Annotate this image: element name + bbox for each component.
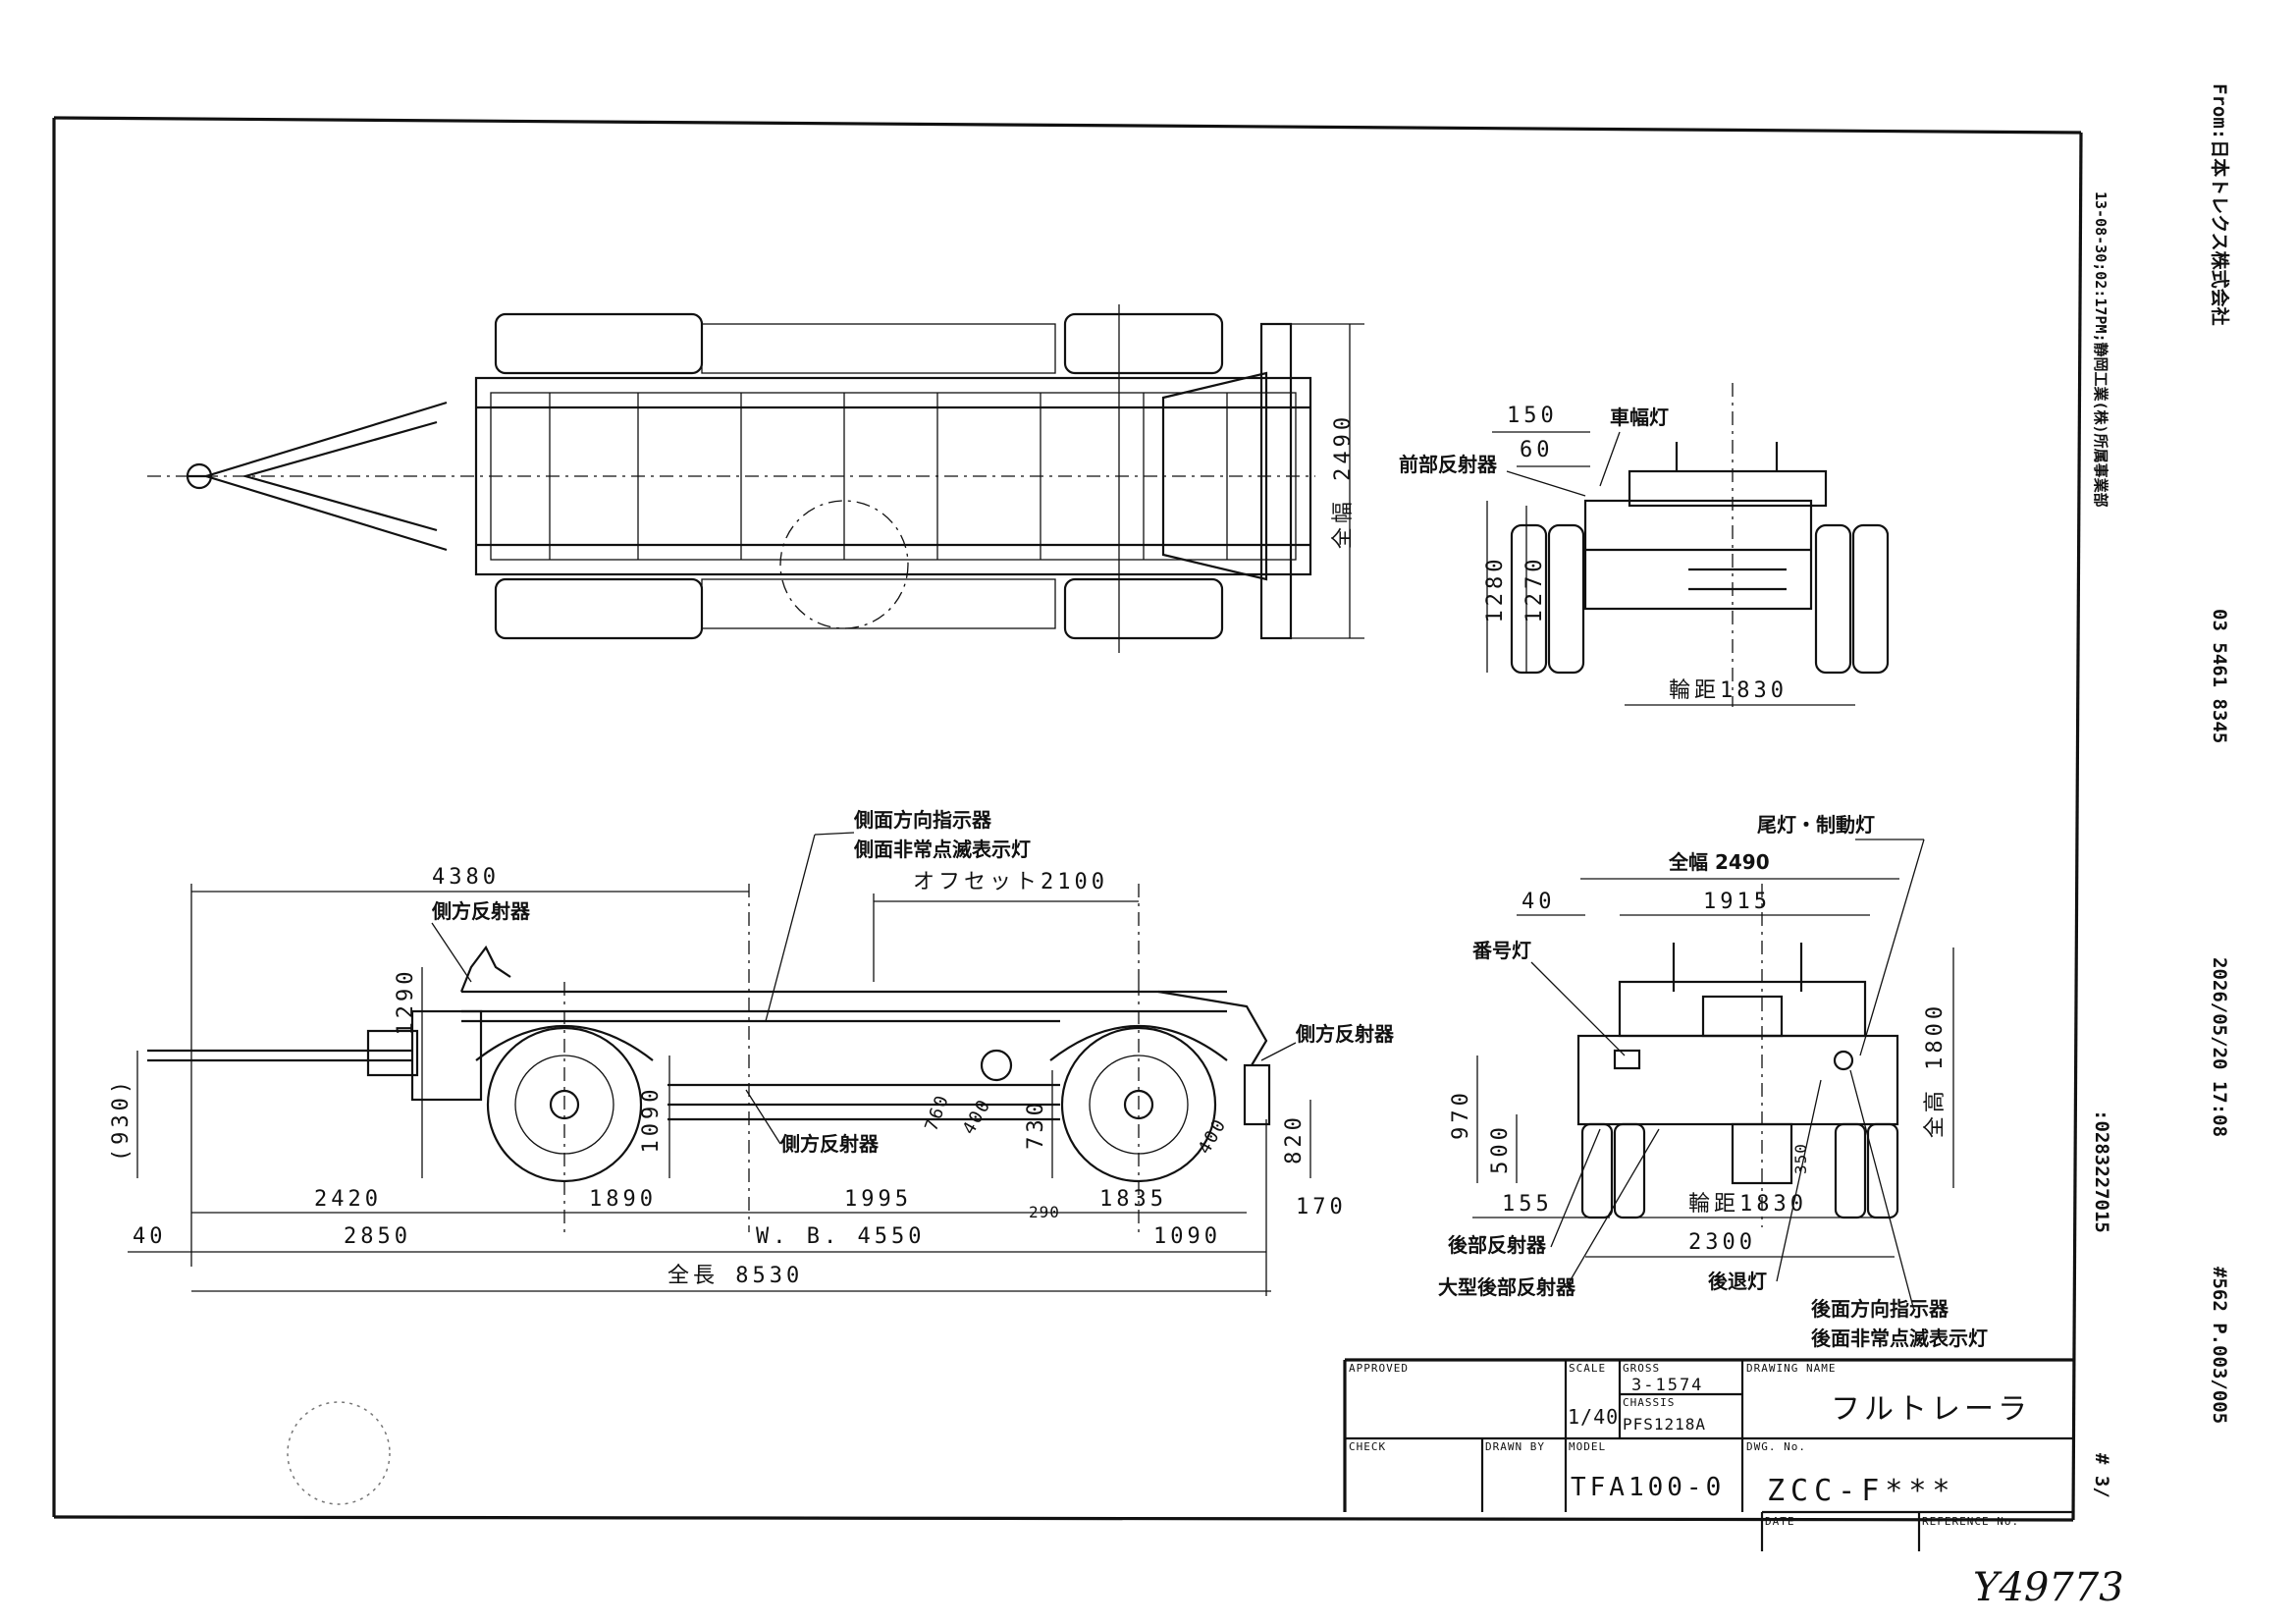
side-dim-1090v: 1090 [639,1086,664,1154]
side-dim-1290: 1290 [394,968,418,1036]
label-rear-turn: 後面方向指示器 [1811,1297,1949,1321]
side-dim-4380: 4380 [432,865,500,890]
tb-gross-label: GROSS [1623,1362,1660,1375]
front-track: 輪距1830 [1669,678,1788,703]
label-large-rear-reflector: 大型後部反射器 [1438,1275,1576,1299]
front-view: 150 60 車幅灯 前部反射器 1280 1270 輪距1830 [1399,383,1890,707]
tb-drawing-name-label: DRAWING NAME [1746,1362,1836,1375]
side-dim-170: 170 [1296,1195,1347,1219]
side-dim-2850: 2850 [344,1224,411,1249]
label-front-reflector: 前部反射器 [1399,453,1498,476]
side-dim-820: 820 [1282,1113,1307,1164]
handwritten-number: Y49773 [1973,1565,2124,1610]
label-width-lamp: 車幅灯 [1610,406,1669,429]
fax-datetime: 2026/05/20 17:08 [2209,957,2230,1137]
front-dim-1280: 1280 [1483,556,1508,623]
drawing-border [52,116,2083,1522]
tb-model-label: MODEL [1569,1440,1606,1453]
front-dim-60: 60 [1520,438,1554,462]
tb-reference-label: REFERENCE No. [1922,1515,2019,1528]
fax-header: From:日本トレクス株式会社 03 5461 8345 2026/05/20 … [2091,83,2231,1498]
label-side-marker: 側面非常点滅表示灯 [853,838,1031,861]
side-dim-1090h: 1090 [1153,1224,1221,1249]
tb-dwg-no: ZCC-F*** [1767,1474,1956,1508]
tb-date-label: DATE [1765,1515,1795,1528]
label-reverse-lamp: 後退灯 [1708,1270,1767,1293]
side-overall-length: 全長 8530 [667,1264,803,1288]
tb-drawn-by-label: DRAWN BY [1485,1440,1545,1453]
rear-dim-40: 40 [1522,890,1556,914]
label-tail-brake: 尾灯・制動灯 [1757,813,1875,837]
tb-chassis-label: CHASSIS [1623,1396,1675,1409]
rear-view: 尾灯・制動灯 全幅 2490 40 1915 番号灯 全高 1800 970 5… [1438,813,1988,1350]
rear-track: 輪距1830 [1688,1192,1807,1217]
side-dim-1995: 1995 [844,1187,912,1212]
fax-sender: From:日本トレクス株式会社 [2209,83,2231,326]
tb-dwg-no-label: DWG. No. [1746,1440,1806,1453]
rear-overall-height: 全高 1800 [1923,1002,1948,1138]
fax-id: :0283227015 [2091,1110,2112,1233]
side-dim-2420: 2420 [314,1187,382,1212]
label-side-reflector-3: 側方反射器 [779,1132,880,1156]
fax-transmit-stamp: 13-08-30;02:17PM;静岡工業(株)所属事業部 [2092,191,2109,508]
rear-overall-width: 全幅 2490 [1668,850,1770,874]
fax-page-mark: # 3/ [2091,1453,2112,1498]
side-dim-1890: 1890 [589,1187,657,1212]
side-offset: オフセット2100 [913,870,1108,894]
tb-model-value: TFA100-0 [1571,1473,1725,1502]
rear-dim-500: 500 [1488,1123,1513,1174]
tb-scale-label: SCALE [1569,1362,1606,1375]
tb-check-label: CHECK [1349,1440,1386,1453]
side-dim-730: 730 [1024,1099,1048,1150]
side-wheelbase: W. B. 4550 [756,1224,925,1249]
tb-drawing-name: フルトレーラ [1831,1392,2031,1427]
fax-phone: 03 5461 8345 [2209,609,2230,743]
rear-dim-2300: 2300 [1688,1230,1756,1255]
label-plate-lamp: 番号灯 [1471,939,1531,962]
tb-approved-label: APPROVED [1349,1362,1409,1375]
title-block: APPROVED SCALE GROSS 3-1574 1/40 CHASSIS… [1343,1358,2073,1551]
stamp-mark [287,1401,391,1505]
label-side-reflector-2: 側方反射器 [1295,1022,1395,1046]
label-side-turn: 側面方向指示器 [853,808,992,832]
side-dim-760: 760 [921,1091,953,1133]
rear-dim-155: 155 [1502,1192,1553,1217]
tb-gross-value: 3-1574 [1631,1376,1703,1395]
top-view: 全幅 2490 [147,304,1364,653]
side-dim-930: (930) [109,1077,133,1162]
front-dim-1270: 1270 [1522,556,1547,623]
label-side-reflector-1: 側方反射器 [431,899,531,923]
top-overall-width: 全幅 2490 [1331,413,1356,549]
side-dim-400b: 400 [1195,1114,1231,1158]
fax-page: #562 P.003/005 [2209,1267,2230,1424]
front-dim-150: 150 [1507,404,1558,428]
side-dim-1835: 1835 [1099,1187,1167,1212]
label-rear-reflector: 後部反射器 [1448,1233,1547,1257]
rear-dim-1915: 1915 [1703,890,1771,914]
tb-chassis-value: PFS1218A [1623,1415,1706,1434]
rear-dim-970: 970 [1449,1089,1473,1140]
tb-scale-value: 1/40 [1568,1405,1619,1429]
side-dim-40: 40 [133,1224,167,1249]
side-dim-400a: 400 [959,1095,995,1138]
side-view: 側面方向指示器 側面非常点滅表示灯 オフセット2100 4380 側方反射器 側… [109,808,1395,1296]
label-rear-marker: 後面非常点滅表示灯 [1811,1326,1988,1350]
side-dim-290: 290 [1029,1203,1060,1221]
